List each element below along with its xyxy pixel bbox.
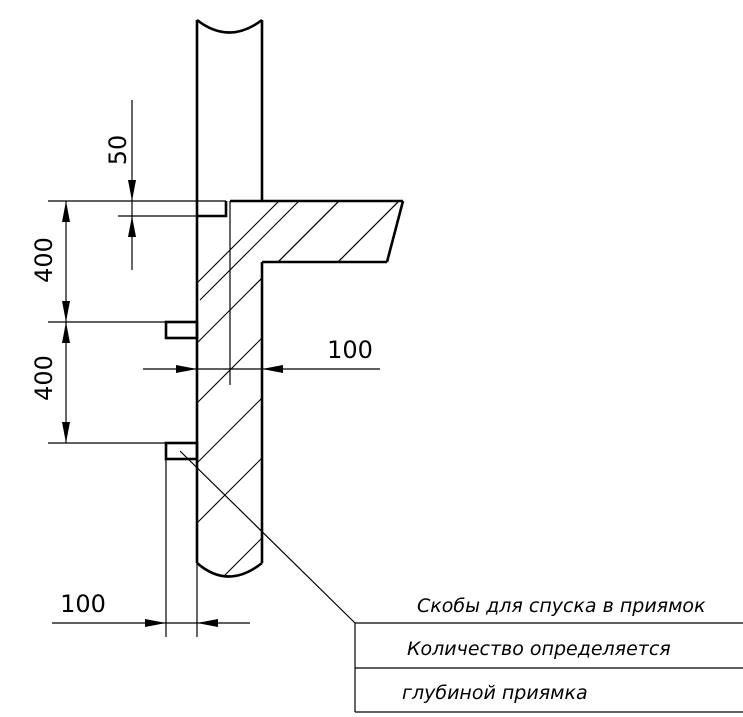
dimension-100-bracket: 100 <box>52 459 250 637</box>
step-bracket-lower <box>164 441 199 461</box>
dim-label-50: 50 <box>104 135 132 166</box>
leader-line <box>179 450 356 624</box>
column-above <box>195 18 264 224</box>
dimension-50: 50 <box>104 100 197 270</box>
note-line-2: Количество определяется <box>407 638 671 660</box>
dim-label-400-upper: 400 <box>30 237 58 283</box>
wall-steps <box>164 320 199 461</box>
note-table: Скобы для спуска в приямок Количество оп… <box>354 595 743 713</box>
note-line-1: Скобы для спуска в приямок <box>417 595 706 617</box>
top-bracket <box>197 201 228 218</box>
dimension-400-upper: 400 <box>30 200 226 323</box>
wall-slab-outline <box>195 199 405 578</box>
dimension-400-lower: 400 <box>30 322 166 444</box>
dim-label-400-lower: 400 <box>30 355 58 401</box>
dim-label-100-wall: 100 <box>327 336 373 364</box>
dim-label-100-bracket: 100 <box>60 590 106 618</box>
step-bracket-upper <box>164 320 199 340</box>
dimension-100-wall: 100 <box>143 336 380 373</box>
note-line-3: глубиной приямка <box>402 682 588 704</box>
